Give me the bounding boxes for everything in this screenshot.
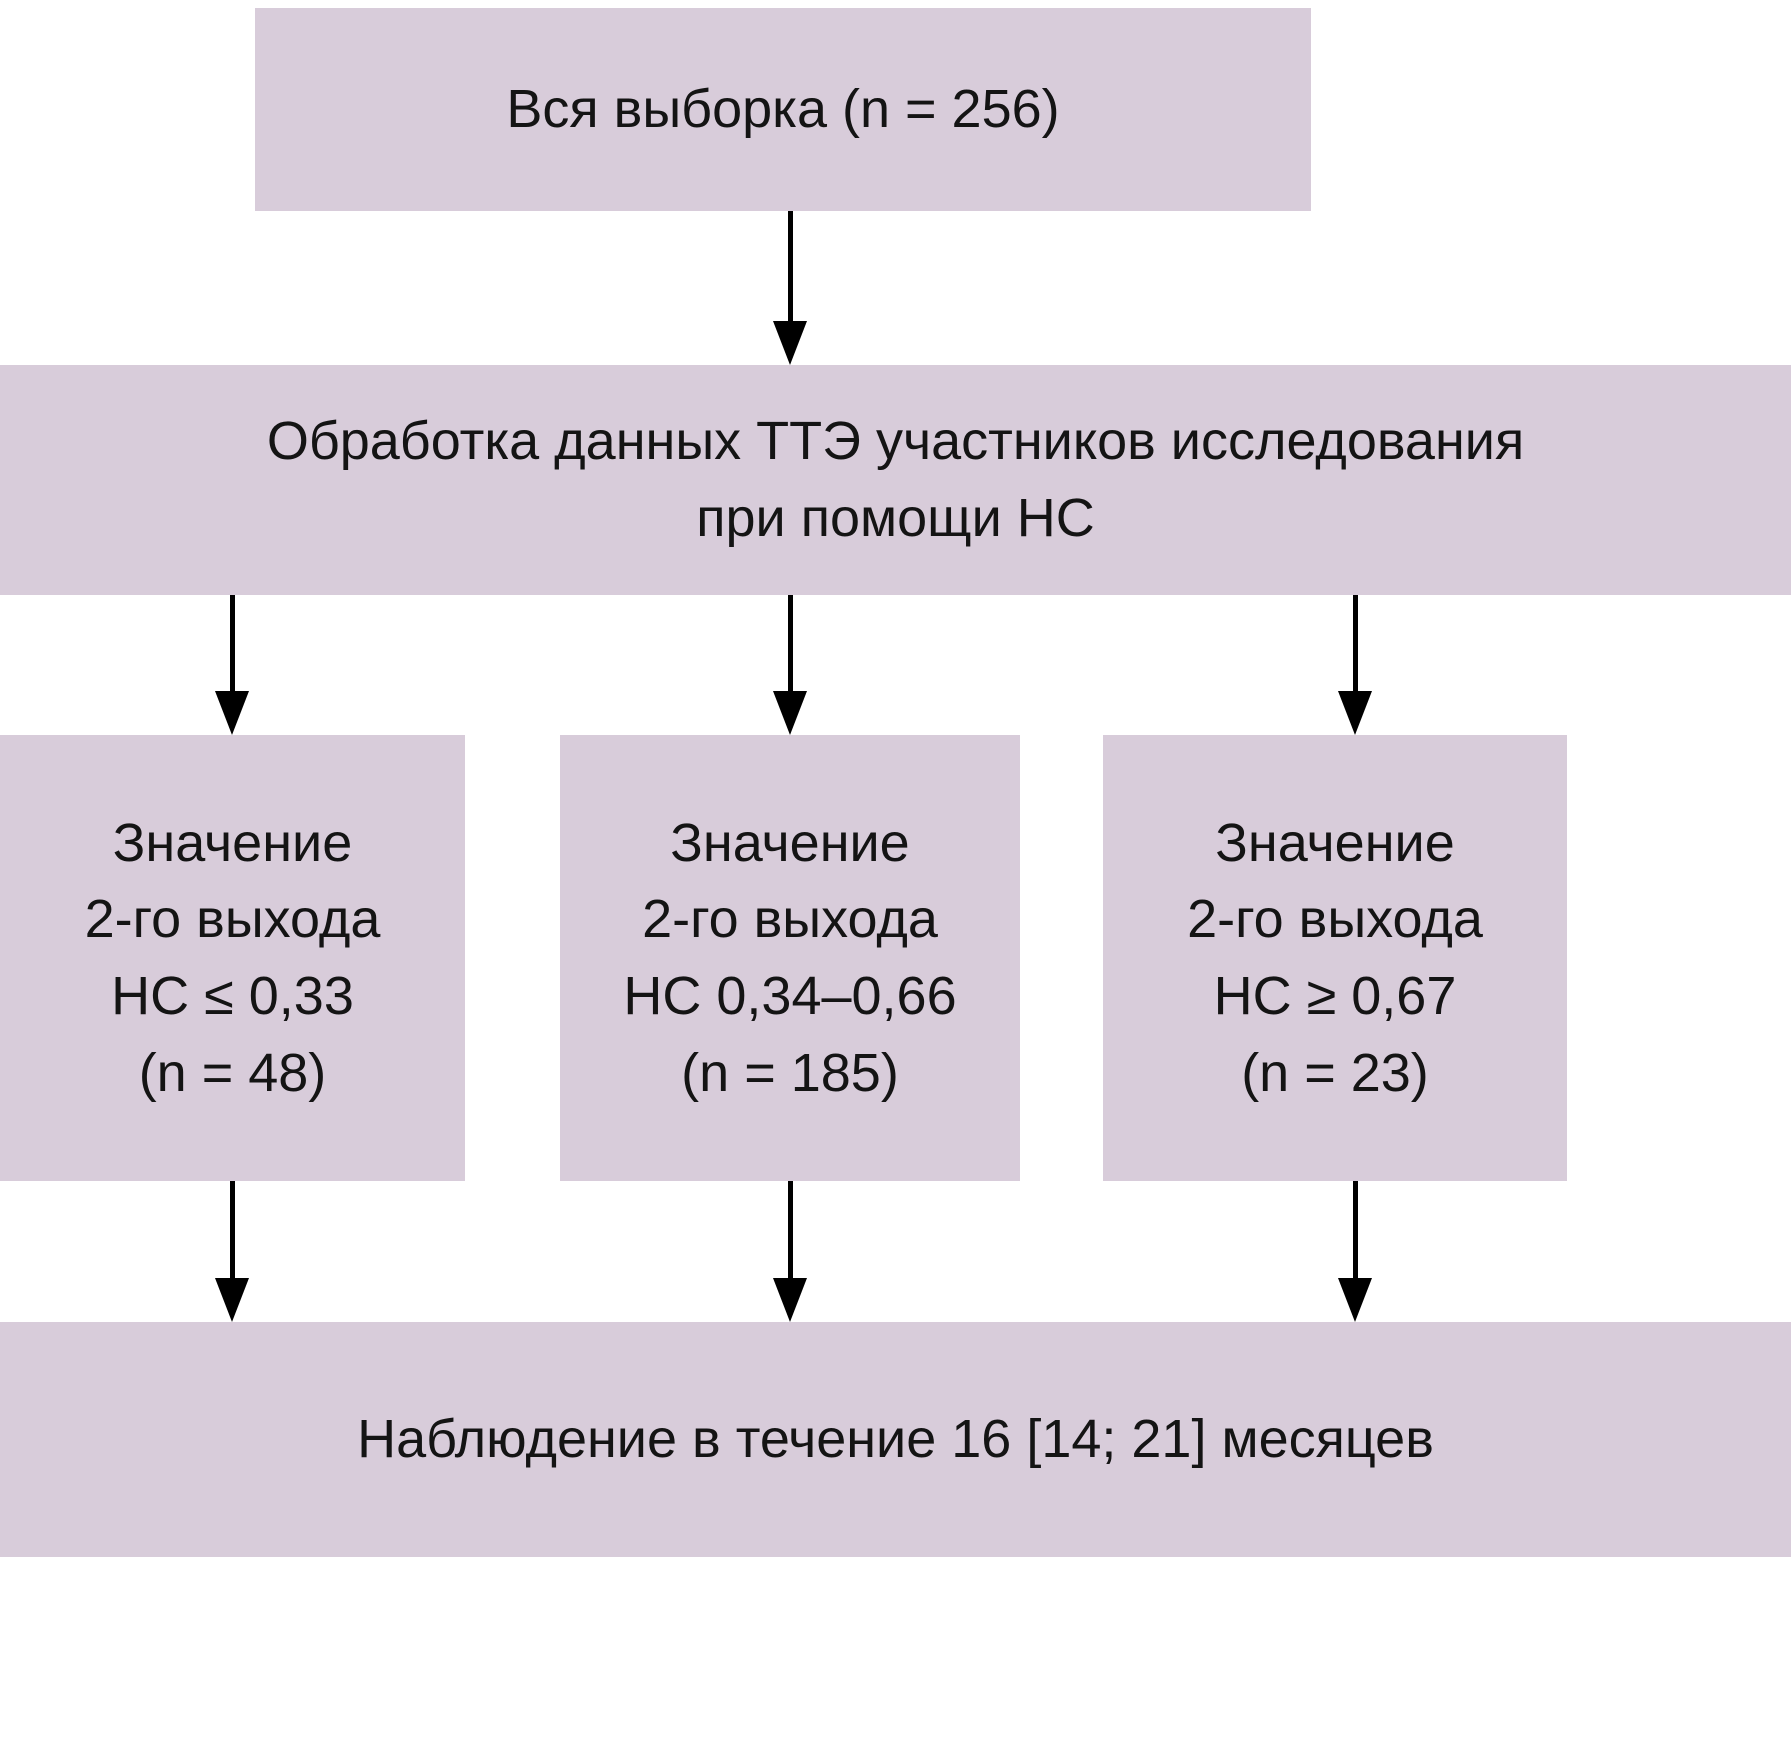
branch-low-line4: (n = 48) [138, 1042, 327, 1103]
box-data-processing-line2: при помощи НС [696, 488, 1095, 548]
box-data-processing: Обработка данных ТТЭ участников исследов… [0, 365, 1791, 595]
arrow-down-icon [215, 595, 249, 735]
branch-low-line3: НС ≤ 0,33 [111, 966, 354, 1026]
arrow-down-icon [1338, 595, 1372, 735]
box-full-sample: Вся выборка (n = 256) [255, 8, 1311, 211]
arrow-head [215, 691, 249, 735]
box-followup-label: Наблюдение в течение 16 [14; 21] месяцев [357, 1409, 1434, 1470]
box-branch-mid-text: Значение 2-го выхода НС 0,34–0,66 (n = 1… [623, 805, 956, 1112]
box-branch-mid: Значение 2-го выхода НС 0,34–0,66 (n = 1… [560, 735, 1020, 1181]
branch-high-line1: Значение [1215, 812, 1455, 873]
arrow-down-icon [773, 595, 807, 735]
arrow-shaft [1352, 595, 1358, 691]
arrow-shaft [787, 211, 793, 321]
branch-mid-line2: 2-го выхода [642, 889, 938, 950]
arrow-head [1338, 1278, 1372, 1322]
box-followup: Наблюдение в течение 16 [14; 21] месяцев [0, 1322, 1791, 1557]
arrow-shaft [229, 595, 235, 691]
branch-high-line4: (n = 23) [1241, 1042, 1429, 1103]
branch-mid-line3: НС 0,34–0,66 [623, 966, 957, 1026]
arrow-down-icon [1338, 1181, 1372, 1322]
arrow-head [1338, 691, 1372, 735]
arrow-head [215, 1278, 249, 1322]
arrow-shaft [787, 1181, 793, 1278]
box-branch-low-text: Значение 2-го выхода НС ≤ 0,33 (n = 48) [85, 805, 381, 1112]
box-full-sample-label: Вся выборка (n = 256) [506, 79, 1060, 140]
box-branch-high-text: Значение 2-го выхода НС ≥ 0,67 (n = 23) [1187, 805, 1483, 1112]
box-data-processing-text: Обработка данных ТТЭ участников исследов… [267, 403, 1524, 556]
arrow-down-icon [773, 211, 807, 365]
branch-low-line1: Значение [112, 812, 353, 873]
arrow-head [773, 1278, 807, 1322]
arrow-shaft [1352, 1181, 1358, 1278]
arrow-shaft [787, 595, 793, 691]
arrow-head [773, 691, 807, 735]
box-branch-high: Значение 2-го выхода НС ≥ 0,67 (n = 23) [1103, 735, 1567, 1181]
arrow-head [773, 321, 807, 365]
arrow-shaft [229, 1181, 235, 1278]
box-branch-low: Значение 2-го выхода НС ≤ 0,33 (n = 48) [0, 735, 465, 1181]
branch-low-line2: 2-го выхода [84, 889, 381, 950]
branch-mid-line1: Значение [670, 812, 910, 873]
branch-high-line2: 2-го выхода [1187, 889, 1483, 950]
box-data-processing-line1: Обработка данных ТТЭ участников исследов… [266, 411, 1525, 472]
branch-mid-line4: (n = 185) [681, 1042, 899, 1103]
arrow-down-icon [773, 1181, 807, 1322]
arrow-down-icon [215, 1181, 249, 1322]
branch-high-line3: НС ≥ 0,67 [1213, 966, 1457, 1026]
